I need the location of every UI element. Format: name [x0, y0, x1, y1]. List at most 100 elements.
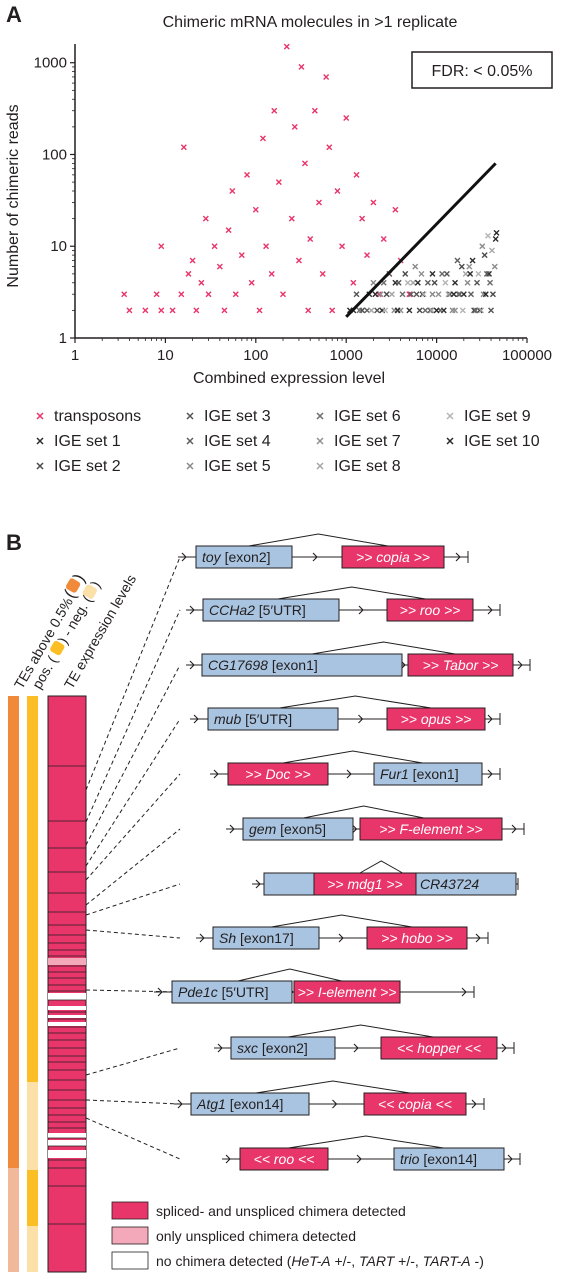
chimera-row: >> hobo >>Sh [exon17]	[196, 914, 489, 950]
direction-arrow	[353, 1043, 359, 1053]
data-point	[471, 307, 478, 314]
data-point-stroke	[275, 179, 282, 186]
gene-detail: [exon17]	[236, 930, 294, 946]
data-point-stroke	[416, 307, 423, 314]
direction-arrow	[199, 933, 205, 943]
data-point	[229, 188, 236, 194]
data-point	[383, 291, 390, 298]
data-point	[452, 279, 459, 286]
data-point-stroke	[445, 291, 452, 298]
data-point-stroke	[392, 206, 399, 213]
gene-detail: [exon2]	[221, 549, 271, 565]
data-point	[435, 291, 442, 298]
te-label: >> Doc >>	[245, 766, 310, 782]
chimera-row: << copia <<Atg1 [exon14]	[174, 1080, 485, 1116]
data-point	[256, 307, 263, 314]
data-point	[263, 243, 270, 250]
direction-arrow	[356, 1154, 362, 1164]
data-point-stroke	[459, 307, 466, 314]
direction-arrow	[352, 824, 358, 834]
data-point	[350, 279, 357, 286]
data-point	[178, 291, 185, 298]
panel-b-chimera-diagram: B TEs above 0.5% ( ) pos. ( ) - neg. ( )…	[6, 530, 531, 1273]
gene-exon-box	[393, 1147, 505, 1171]
data-point-stroke	[256, 307, 263, 314]
data-point	[343, 114, 350, 121]
data-point-stroke	[471, 307, 478, 314]
data-point	[392, 206, 399, 213]
data-point	[450, 291, 457, 298]
splice-arc	[282, 750, 423, 764]
data-point-stroke	[464, 279, 471, 286]
te-box	[341, 545, 445, 569]
fdr-threshold-line	[345, 162, 497, 318]
data-point	[462, 270, 469, 277]
data-point	[326, 144, 333, 151]
no-chimera-row	[48, 1140, 86, 1146]
dashed-connector	[85, 929, 181, 939]
gene-name: CR43724	[420, 876, 479, 892]
data-point-stroke	[372, 291, 379, 298]
gene-name: CCHa2	[209, 602, 255, 618]
data-point	[469, 257, 476, 264]
data-point-stroke	[412, 263, 419, 270]
no-chimera-row	[48, 1022, 86, 1026]
no-chimera-row	[48, 1150, 86, 1158]
data-point-stroke	[359, 215, 366, 222]
gene-exon-box	[201, 653, 403, 677]
data-point-stroke	[121, 291, 128, 298]
gene-exon-box	[190, 1092, 310, 1116]
data-point-stroke	[493, 229, 500, 236]
data-point-stroke	[467, 291, 474, 298]
data-point	[445, 291, 452, 298]
data-point-stroke	[442, 279, 449, 286]
gene-label: Pde1c [5′UTR]	[178, 984, 269, 1000]
dashed-connector	[85, 718, 181, 867]
data-point-stroke	[483, 270, 490, 277]
gene-label: trio [exon14]	[400, 1151, 477, 1167]
data-point-stroke	[431, 279, 438, 286]
legend-marker	[36, 462, 44, 470]
data-point	[298, 63, 305, 70]
dashed-connector	[85, 609, 181, 823]
data-point-stroke	[295, 257, 302, 264]
data-point-stroke	[427, 307, 434, 314]
data-point	[225, 227, 232, 234]
data-point	[480, 291, 487, 298]
data-point-stroke	[377, 291, 384, 298]
gene-name: sxc	[237, 1040, 258, 1056]
data-point-stroke	[491, 263, 498, 270]
data-point-stroke	[248, 279, 255, 286]
yellow-swatch	[50, 640, 65, 656]
direction-arrow	[217, 1043, 223, 1053]
data-point-stroke	[305, 307, 312, 314]
chimera-row: >> Tabor >>CG17698 [exon1]	[186, 641, 531, 677]
direction-arrow	[255, 879, 261, 889]
data-point	[428, 307, 435, 314]
legend-marker	[36, 412, 44, 420]
gene-name: toy	[202, 549, 222, 565]
data-point-stroke	[435, 291, 442, 298]
data-point	[489, 291, 496, 298]
legend-marker	[186, 462, 194, 470]
data-point-stroke	[339, 243, 346, 250]
data-point-stroke	[353, 171, 360, 178]
data-point-stroke	[407, 291, 414, 298]
gene-exon-box	[242, 817, 354, 841]
data-point-stroke	[202, 215, 209, 222]
data-point-stroke	[356, 307, 363, 314]
gene-detail: [exon14]	[226, 1096, 284, 1112]
legend-marker	[36, 437, 44, 445]
data-point	[189, 257, 196, 264]
direction-arrow	[338, 933, 344, 943]
data-point-stroke	[456, 291, 463, 298]
direction-arrow	[471, 1099, 477, 1109]
data-point	[478, 307, 485, 314]
data-point	[395, 279, 402, 286]
data-point-stroke	[153, 291, 160, 298]
data-point-stroke	[454, 257, 461, 264]
chimera-row: >> copia >>toy [exon2]	[178, 533, 469, 569]
direction-arrow	[358, 714, 364, 724]
no-chimera-row	[48, 993, 86, 1000]
data-point-stroke	[406, 307, 413, 314]
